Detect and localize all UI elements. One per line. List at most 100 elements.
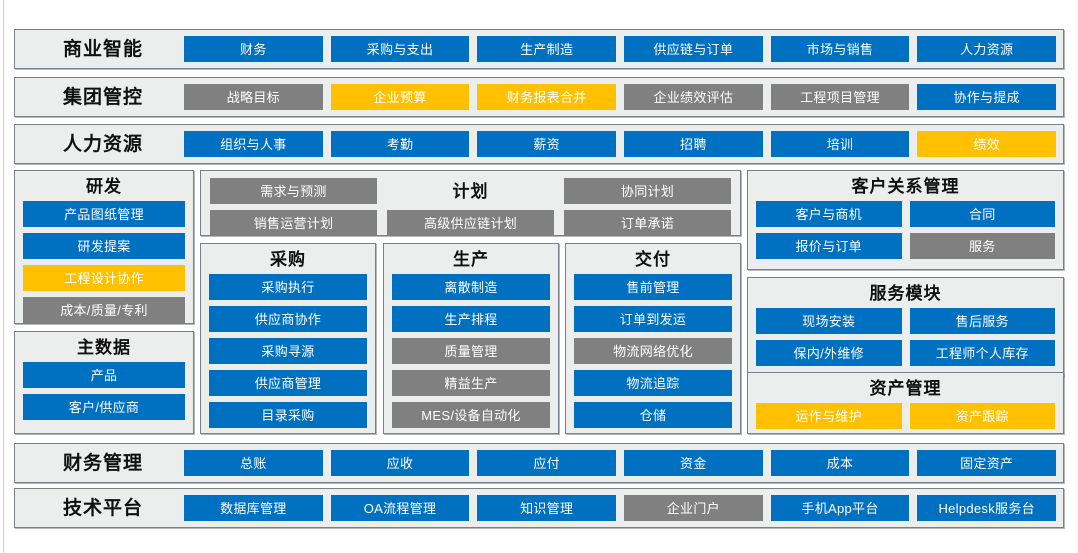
group-title-crm: 客户关系管理 bbox=[851, 177, 960, 196]
group-title-asset-management: 资产管理 bbox=[869, 379, 942, 398]
group-purchasing: 采购 采购执行 供应商协作 采购寻源 供应商管理 目录采购 bbox=[200, 243, 376, 434]
group-body-plan: 需求与预测 计划 协同计划 销售运营计划 高级供应链计划 订单承诺 bbox=[201, 171, 740, 236]
tile-bi-manufacturing[interactable]: 生产制造 bbox=[477, 36, 617, 62]
tile-crm-service[interactable]: 服务 bbox=[909, 233, 1055, 259]
tile-hr-payroll[interactable]: 薪资 bbox=[477, 131, 617, 157]
tile-svc-engineer-personal-inventory[interactable]: 工程师个人库存 bbox=[909, 340, 1055, 366]
tile-plan-demand-forecast[interactable]: 需求与预测 bbox=[210, 178, 377, 204]
tile-bi-supply-chain-orders[interactable]: 供应链与订单 bbox=[624, 36, 763, 62]
group-crm: 客户关系管理 客户与商机 合同 报价与订单 服务 bbox=[747, 170, 1064, 270]
tile-fin-accounts-payable[interactable]: 应付 bbox=[477, 450, 617, 476]
group-rnd: 研发 产品图纸管理 研发提案 工程设计协作 成本/质量/专利 bbox=[14, 170, 194, 324]
tile-plan-advanced-supply-chain-planning[interactable]: 高级供应链计划 bbox=[387, 210, 554, 236]
tile-fin-fixed-assets[interactable]: 固定资产 bbox=[917, 450, 1057, 476]
tile-hr-attendance[interactable]: 考勤 bbox=[330, 131, 470, 157]
tile-asset-tracking[interactable]: 资产跟踪 bbox=[909, 403, 1055, 429]
tile-tech-helpdesk[interactable]: Helpdesk服务台 bbox=[917, 495, 1057, 521]
band-items-business-intelligence: 财务 采购与支出 生产制造 供应链与订单 市场与销售 人力资源 bbox=[184, 36, 1057, 62]
tile-bi-procurement-spend[interactable]: 采购与支出 bbox=[330, 36, 470, 62]
tile-del-logistics-network-optimization[interactable]: 物流网络优化 bbox=[574, 338, 732, 364]
group-asset-management: 资产管理 运作与维护 资产跟踪 bbox=[747, 372, 1064, 434]
tile-del-order-to-shipment[interactable]: 订单到发运 bbox=[574, 306, 732, 332]
tile-crm-customers-opportunities[interactable]: 客户与商机 bbox=[756, 201, 902, 227]
tile-hr-performance[interactable]: 绩效 bbox=[917, 131, 1057, 157]
tile-prod-mes-equipment-automation[interactable]: MES/设备自动化 bbox=[392, 402, 550, 428]
band-items-human-resources: 组织与人事 考勤 薪资 招聘 培训 绩效 bbox=[184, 131, 1057, 157]
tile-fin-cost[interactable]: 成本 bbox=[770, 450, 910, 476]
group-body-purchasing: 采购执行 供应商协作 采购寻源 供应商管理 目录采购 bbox=[201, 274, 375, 436]
group-body-crm: 客户与商机 合同 报价与订单 服务 bbox=[748, 201, 1063, 267]
tile-prod-quality-management[interactable]: 质量管理 bbox=[392, 338, 550, 364]
tile-hr-recruiting[interactable]: 招聘 bbox=[624, 131, 763, 157]
tile-rnd-cost-quality-patent[interactable]: 成本/质量/专利 bbox=[23, 297, 185, 323]
tile-pur-catalog-purchasing[interactable]: 目录采购 bbox=[209, 402, 367, 428]
group-body-rnd: 产品图纸管理 研发提案 工程设计协作 成本/质量/专利 bbox=[15, 201, 193, 331]
tile-tech-knowledge-management[interactable]: 知识管理 bbox=[477, 495, 617, 521]
tile-del-warehousing[interactable]: 仓储 bbox=[574, 402, 732, 428]
tile-del-logistics-tracking[interactable]: 物流追踪 bbox=[574, 370, 732, 396]
group-body-production: 离散制造 生产排程 质量管理 精益生产 MES/设备自动化 bbox=[384, 274, 558, 436]
tile-prod-discrete-manufacturing[interactable]: 离散制造 bbox=[392, 274, 550, 300]
band-label-financial-management: 财务管理 bbox=[62, 452, 143, 474]
band-technical-platform: 技术平台 数据库管理 OA流程管理 知识管理 企业门户 手机App平台 Help… bbox=[14, 488, 1064, 528]
tile-md-product[interactable]: 产品 bbox=[23, 362, 185, 388]
tile-crm-contracts[interactable]: 合同 bbox=[909, 201, 1055, 227]
tile-bi-finance[interactable]: 财务 bbox=[184, 36, 323, 62]
group-title-rnd: 研发 bbox=[86, 177, 122, 196]
tile-svc-onsite-installation[interactable]: 现场安装 bbox=[756, 308, 902, 334]
tile-plan-order-promising[interactable]: 订单承诺 bbox=[564, 210, 731, 236]
tile-gc-enterprise-budget[interactable]: 企业预算 bbox=[330, 84, 470, 110]
tile-gc-strategic-goals[interactable]: 战略目标 bbox=[184, 84, 323, 110]
tile-plan-sales-operations-planning[interactable]: 销售运营计划 bbox=[210, 210, 377, 236]
tile-bi-human-resources[interactable]: 人力资源 bbox=[917, 36, 1057, 62]
group-production: 生产 离散制造 生产排程 质量管理 精益生产 MES/设备自动化 bbox=[383, 243, 559, 434]
tile-rnd-engineering-design-collab[interactable]: 工程设计协作 bbox=[23, 265, 185, 291]
tile-fin-general-ledger[interactable]: 总账 bbox=[184, 450, 323, 476]
group-body-service-module: 现场安装 售后服务 保内/外维修 工程师个人库存 bbox=[748, 308, 1063, 374]
group-service-module: 服务模块 现场安装 售后服务 保内/外维修 工程师个人库存 bbox=[747, 277, 1064, 377]
tile-plan-collaborative-planning[interactable]: 协同计划 bbox=[564, 178, 731, 204]
tile-del-presales-management[interactable]: 售前管理 bbox=[574, 274, 732, 300]
band-financial-management: 财务管理 总账 应收 应付 资金 成本 固定资产 bbox=[14, 443, 1064, 483]
tile-gc-financial-consolidation[interactable]: 财务报表合并 bbox=[477, 84, 617, 110]
tile-svc-warranty-repair[interactable]: 保内/外维修 bbox=[756, 340, 902, 366]
tile-prod-lean-production[interactable]: 精益生产 bbox=[392, 370, 550, 396]
tile-asset-operation-maintenance[interactable]: 运作与维护 bbox=[756, 403, 902, 429]
tile-tech-database-management[interactable]: 数据库管理 bbox=[184, 495, 323, 521]
tile-pur-supplier-collaboration[interactable]: 供应商协作 bbox=[209, 306, 367, 332]
tile-tech-oa-workflow-management[interactable]: OA流程管理 bbox=[330, 495, 470, 521]
tile-gc-collaboration-commission[interactable]: 协作与提成 bbox=[917, 84, 1057, 110]
band-business-intelligence: 商业智能 财务 采购与支出 生产制造 供应链与订单 市场与销售 人力资源 bbox=[14, 29, 1064, 69]
tile-bi-marketing-sales[interactable]: 市场与销售 bbox=[770, 36, 910, 62]
tile-pur-supplier-management[interactable]: 供应商管理 bbox=[209, 370, 367, 396]
group-body-master-data: 产品 客户/供应商 bbox=[15, 362, 193, 428]
slide-left-rule bbox=[3, 0, 4, 553]
tile-rnd-proposal[interactable]: 研发提案 bbox=[23, 233, 185, 259]
tile-crm-quotes-orders[interactable]: 报价与订单 bbox=[756, 233, 902, 259]
tile-pur-execution[interactable]: 采购执行 bbox=[209, 274, 367, 300]
group-title-master-data: 主数据 bbox=[77, 338, 131, 357]
tile-tech-mobile-app-platform[interactable]: 手机App平台 bbox=[770, 495, 910, 521]
band-items-technical-platform: 数据库管理 OA流程管理 知识管理 企业门户 手机App平台 Helpdesk服… bbox=[184, 495, 1057, 521]
band-human-resources: 人力资源 组织与人事 考勤 薪资 招聘 培训 绩效 bbox=[14, 124, 1064, 164]
tile-hr-training[interactable]: 培训 bbox=[770, 131, 910, 157]
band-items-financial-management: 总账 应收 应付 资金 成本 固定资产 bbox=[184, 450, 1057, 476]
tile-prod-scheduling[interactable]: 生产排程 bbox=[392, 306, 550, 332]
tile-rnd-product-drawing-mgmt[interactable]: 产品图纸管理 bbox=[23, 201, 185, 227]
tile-pur-sourcing[interactable]: 采购寻源 bbox=[209, 338, 367, 364]
tile-md-customer-supplier[interactable]: 客户/供应商 bbox=[23, 394, 185, 420]
tile-svc-after-sales-service[interactable]: 售后服务 bbox=[909, 308, 1055, 334]
tile-gc-performance-evaluation[interactable]: 企业绩效评估 bbox=[624, 84, 763, 110]
band-label-business-intelligence: 商业智能 bbox=[62, 38, 143, 60]
tile-tech-enterprise-portal[interactable]: 企业门户 bbox=[624, 495, 763, 521]
tile-fin-treasury[interactable]: 资金 bbox=[624, 450, 763, 476]
tile-hr-org-personnel[interactable]: 组织与人事 bbox=[184, 131, 323, 157]
tile-gc-engineering-project-mgmt[interactable]: 工程项目管理 bbox=[770, 84, 910, 110]
tile-fin-accounts-receivable[interactable]: 应收 bbox=[330, 450, 470, 476]
group-title-service-module: 服务模块 bbox=[869, 284, 942, 303]
band-label-human-resources: 人力资源 bbox=[62, 133, 143, 155]
band-items-group-control: 战略目标 企业预算 财务报表合并 企业绩效评估 工程项目管理 协作与提成 bbox=[184, 84, 1057, 110]
group-title-delivery: 交付 bbox=[635, 250, 671, 269]
group-title-production: 生产 bbox=[453, 250, 489, 269]
